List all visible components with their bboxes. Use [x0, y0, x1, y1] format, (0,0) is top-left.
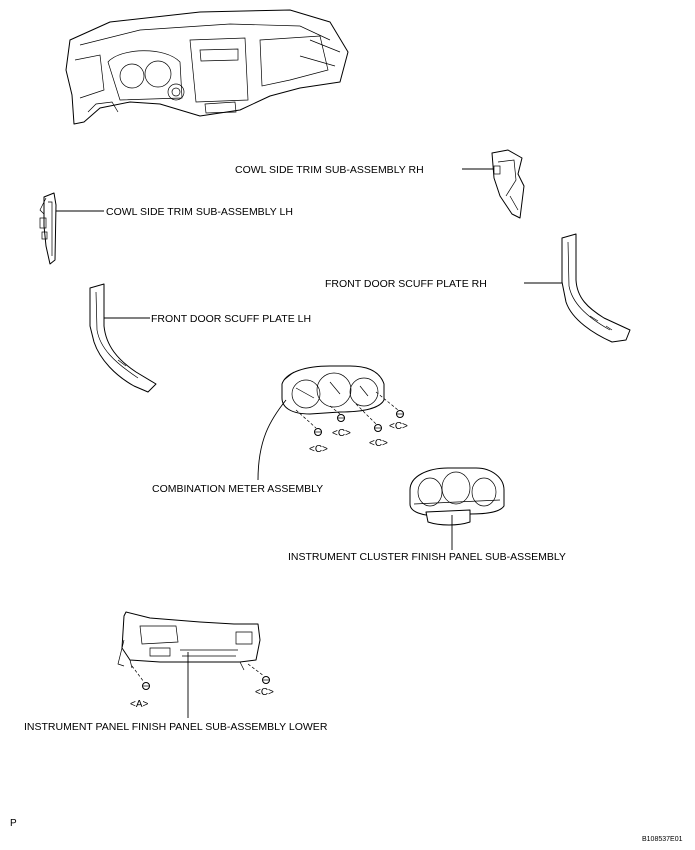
figure-code: B108537E01	[642, 836, 683, 843]
meter-screws	[295, 391, 404, 436]
screw-icon	[396, 410, 404, 418]
instrument-cluster-finish-panel-label: INSTRUMENT CLUSTER FINISH PANEL SUB-ASSE…	[288, 551, 566, 563]
screw-icon	[262, 676, 270, 684]
combination-meter-label: COMBINATION METER ASSEMBLY	[152, 483, 323, 495]
cowl-side-trim-rh-label: COWL SIDE TRIM SUB-ASSEMBLY RH	[235, 164, 424, 176]
screw-icon	[374, 424, 382, 432]
cowl-side-trim-rh-part	[491, 149, 525, 219]
instrument-panel-lower-part	[117, 611, 261, 671]
meter-leader-line	[257, 399, 287, 481]
combination-meter-part	[281, 365, 385, 415]
front-door-scuff-plate-lh-label: FRONT DOOR SCUFF PLATE LH	[151, 313, 311, 325]
fastener-c-label: <C>	[389, 421, 408, 432]
instrument-panel-lower-label: INSTRUMENT PANEL FINISH PANEL SUB-ASSEMB…	[24, 721, 328, 733]
front-door-scuff-plate-rh-part	[561, 233, 631, 343]
instrument-cluster-finish-panel-part	[409, 467, 505, 526]
fastener-c-label: <C>	[309, 444, 328, 455]
screw-icon	[314, 428, 322, 436]
screw-icon	[337, 414, 345, 422]
screw-icon	[142, 682, 150, 690]
cowl-side-trim-lh-part	[39, 192, 57, 265]
front-door-scuff-plate-rh-label: FRONT DOOR SCUFF PLATE RH	[325, 278, 487, 290]
lower-panel-screws	[131, 663, 270, 690]
page-letter: P	[10, 818, 17, 829]
cowl-side-trim-lh-label: COWL SIDE TRIM SUB-ASSEMBLY LH	[106, 206, 293, 218]
front-door-scuff-plate-lh-part	[89, 283, 157, 393]
fastener-c-label: <C>	[255, 687, 274, 698]
fastener-c-label: <C>	[332, 428, 351, 439]
dashboard-overview-illustration	[65, 9, 349, 125]
fastener-a-label: <A>	[130, 699, 149, 710]
fastener-c-label: <C>	[369, 438, 388, 449]
